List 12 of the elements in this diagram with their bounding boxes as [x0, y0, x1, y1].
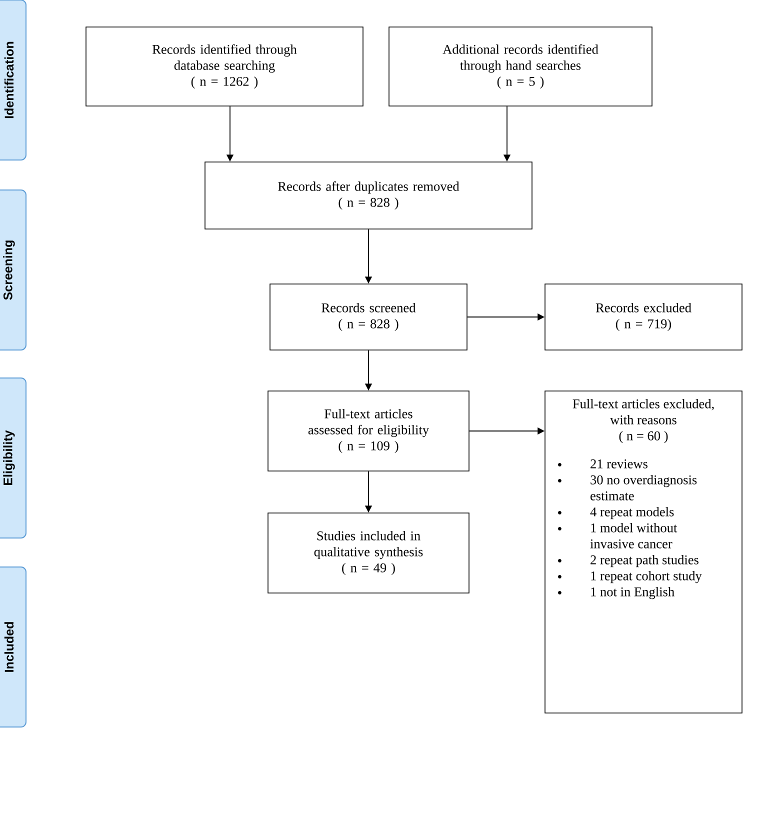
process-box: Records after duplicates removed ( n = 828 ) — [204, 162, 532, 230]
process-box: Records identified through database searching ( n = 1262 ) — [86, 26, 364, 106]
process-box: Additional records identified through hand searches ( n = 5 ) — [388, 26, 652, 106]
phase-band: Screening — [0, 190, 26, 350]
phase-band: Identification — [0, 0, 26, 160]
process-box: Records excluded ( n = 719) — [544, 284, 742, 350]
phase-band: Included — [0, 566, 26, 728]
process-box: Records screened ( n = 828 ) — [270, 284, 468, 350]
process-box: Studies included in qualitative synthesis ( n = 49 ) — [268, 512, 470, 594]
process-box: Full-text articles assessed for eligibility ( n = 109 ) — [268, 390, 470, 472]
exclusion-box: Full-text articles excluded, with reasons ( n = 60 ) 21 reviews 30 no overdiagnosis estimate 4 repeat models 1 model without invasive cancer 2 repeat path studies 1 repeat cohort study 1 not in English — [544, 390, 742, 714]
phase-band: Eligibility — [0, 378, 26, 538]
